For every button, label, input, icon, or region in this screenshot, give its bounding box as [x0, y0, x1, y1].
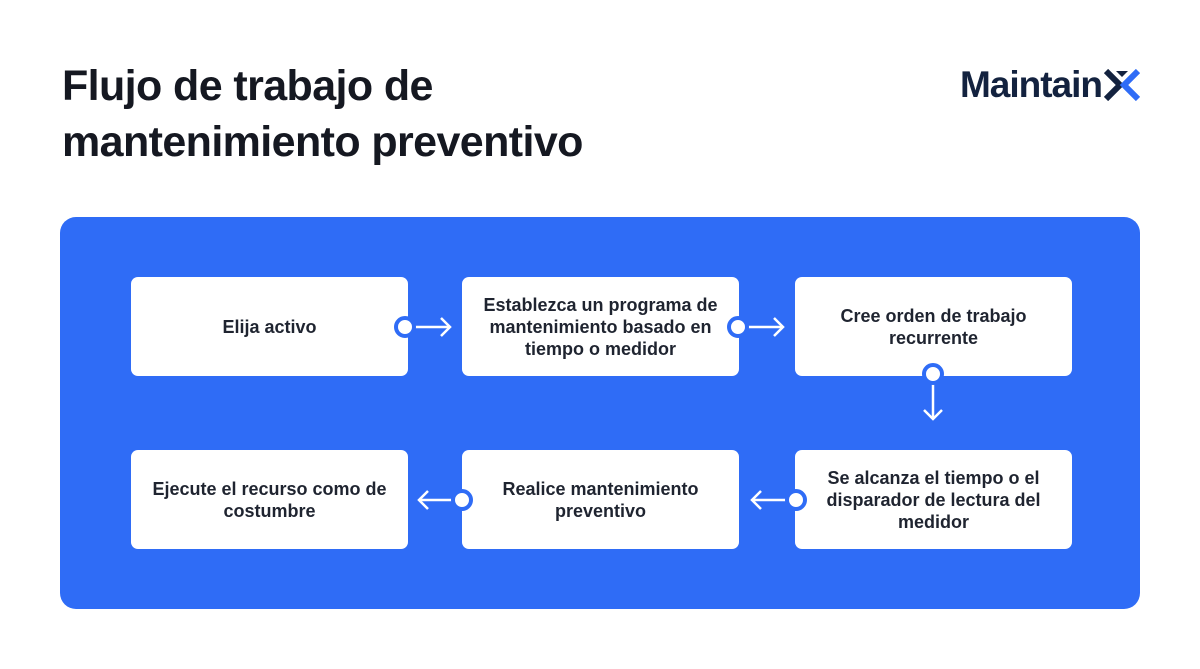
step-perform-maintenance: Realice mantenimiento preventivo [462, 450, 739, 549]
step-label: Se alcanza el tiempo o el disparador de … [826, 467, 1041, 532]
step-create-work-order: Cree orden de trabajo recurrente [795, 277, 1072, 376]
step-label: Cree orden de trabajo recurrente [840, 305, 1027, 348]
workflow-panel: Elija activo Establezca un programa de m… [60, 217, 1140, 609]
step-trigger-reached: Se alcanza el tiempo o el disparador de … [795, 450, 1072, 549]
arrow-down-icon [922, 363, 944, 421]
page-title: Flujo de trabajo de mantenimiento preven… [62, 58, 782, 170]
arrow-right-icon [394, 316, 452, 338]
step-run-asset: Ejecute el recurso como de costumbre [131, 450, 408, 549]
connectors [394, 316, 944, 511]
step-choose-asset: Elija activo [131, 277, 408, 376]
arrow-left-icon [417, 489, 473, 511]
step-label: Ejecute el recurso como de costumbre [152, 478, 387, 521]
step-label: Establezca un programa de mantenimiento … [483, 294, 718, 359]
arrow-right-icon [727, 316, 785, 338]
step-set-schedule: Establezca un programa de mantenimiento … [462, 277, 739, 376]
step-label: Elija activo [222, 316, 317, 337]
brand-wordmark: Maintain [959, 64, 1103, 105]
x-logo-icon [1104, 69, 1140, 101]
step-label: Realice mantenimiento preventivo [502, 478, 699, 521]
title-line-1: Flujo de trabajo de [62, 62, 433, 110]
arrow-left-icon [750, 489, 807, 511]
brand-logo: Maintain [960, 64, 1140, 106]
title-line-2: mantenimiento preventivo [62, 118, 583, 166]
